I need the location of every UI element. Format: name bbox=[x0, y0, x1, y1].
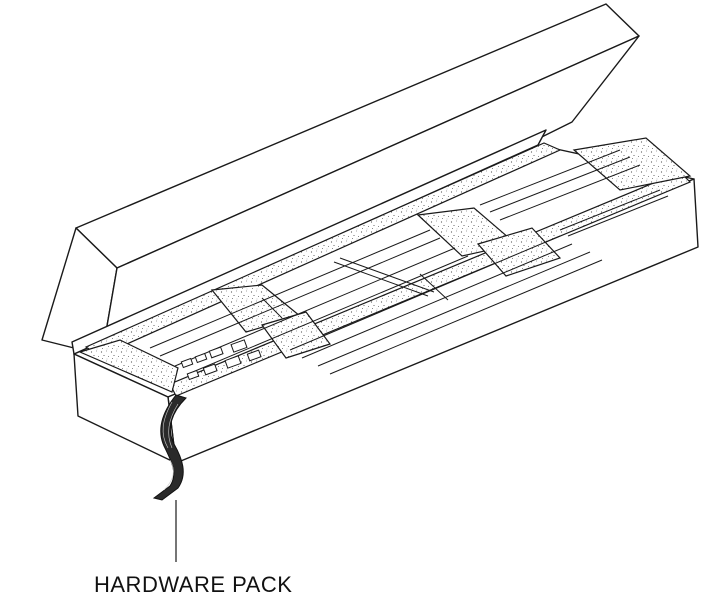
rail-set bbox=[149, 149, 669, 375]
foam-block-center-left bbox=[261, 311, 331, 359]
hardware-parts bbox=[180, 339, 262, 381]
foam-block-right bbox=[572, 137, 692, 191]
hardware-strap bbox=[152, 394, 187, 501]
strap-stripes bbox=[162, 401, 179, 491]
hardware-pack-label: HARDWARE PACK bbox=[94, 572, 293, 597]
foam-end-block bbox=[78, 339, 179, 393]
foam-block-center-right bbox=[476, 227, 562, 277]
box-tray bbox=[71, 129, 699, 464]
foam-padding bbox=[78, 137, 692, 397]
